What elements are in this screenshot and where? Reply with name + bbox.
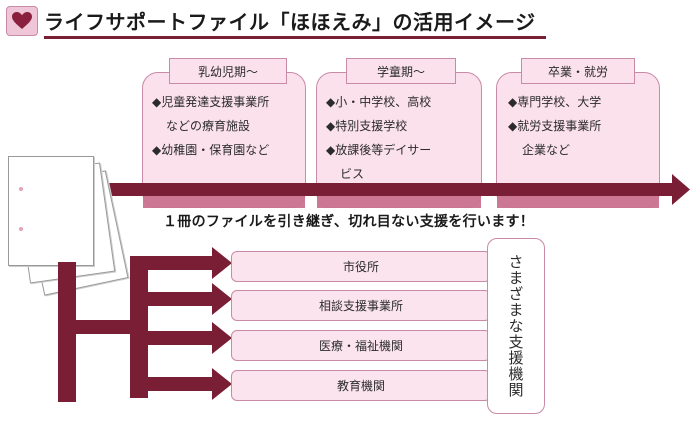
list-item: ビス	[340, 167, 365, 181]
list-item: ◆専門学校、大学	[508, 95, 602, 109]
list-item: ◆特別支援学校	[326, 119, 408, 133]
list-item: ◆小・中学校、高校	[326, 95, 432, 109]
org-box-city-office: 市役所	[231, 251, 491, 282]
stage-items-infancy: ◆児童発達支援事業所 などの療育施設 ◆幼稚園・保育園など	[152, 90, 269, 162]
list-item: 企業など	[522, 143, 571, 157]
list-item: ◆放課後等デイサー	[326, 143, 432, 157]
org-box-education: 教育機関	[231, 370, 491, 401]
stage-label-graduation: 卒業・就労	[521, 58, 635, 84]
tagline: １冊のファイルを引き継ぎ、切れ目ない支援を行います！	[163, 214, 535, 230]
stage-label-infancy: 乳幼児期〜	[169, 58, 287, 84]
org-box-consultation: 相談支援事業所	[231, 290, 491, 321]
heart-icon	[6, 6, 38, 36]
stage-items-graduation: ◆専門学校、大学 ◆就労支援事業所 企業など	[508, 90, 601, 162]
file-paper-front	[8, 156, 94, 266]
stage-items-school: ◆小・中学校、高校 ◆特別支援学校 ◆放課後等デイサー ビス	[326, 90, 431, 186]
support-organizations-label: さまざまな支援機関	[506, 254, 525, 398]
file-hole	[19, 227, 23, 231]
page-title: ライフサポートファイル「ほほえみ」の活用イメージ	[44, 10, 536, 34]
support-organizations-box: さまざまな支援機関	[487, 238, 545, 414]
list-item: ◆就労支援事業所	[508, 119, 602, 133]
list-item: ◆幼稚園・保育園など	[152, 143, 270, 157]
title-underline	[44, 36, 546, 39]
file-hole	[19, 187, 23, 191]
list-item: などの療育施設	[166, 119, 251, 133]
list-item: ◆児童発達支援事業所	[152, 95, 270, 109]
stage-label-school: 学童期〜	[346, 58, 456, 84]
org-box-medical-welfare: 医療・福祉機関	[231, 330, 491, 361]
